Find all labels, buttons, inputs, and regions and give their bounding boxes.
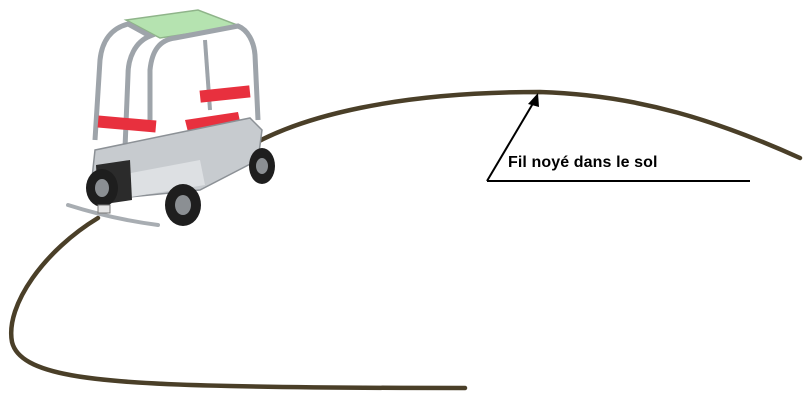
rear-frame — [147, 23, 261, 121]
rear-seat-back — [199, 85, 251, 103]
front-bumper — [66, 203, 160, 227]
callout-arrow — [486, 93, 539, 182]
cart-illustration — [66, 9, 275, 227]
buried-wire-loop — [8, 215, 468, 391]
front-seat-back — [97, 115, 157, 133]
front-frame — [92, 21, 156, 149]
buried-wire — [240, 89, 803, 161]
wire-label: Fil noyé dans le sol — [508, 154, 658, 171]
